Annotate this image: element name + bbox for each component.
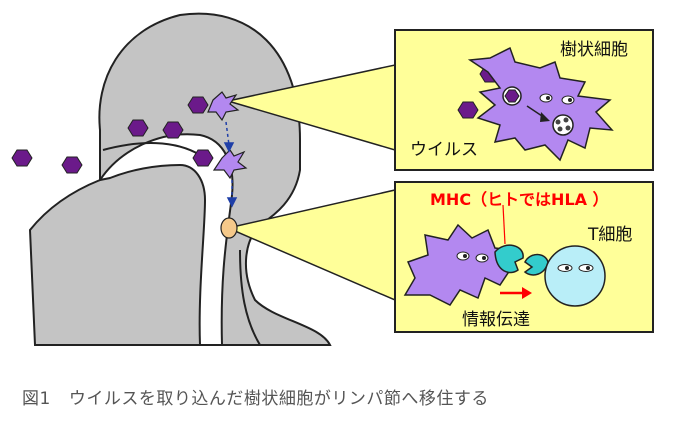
dendritic-cell-eyes: [539, 93, 575, 105]
label-virus: ウイルス: [410, 140, 478, 160]
virus-1: [11, 149, 33, 167]
airway-cavity: [97, 133, 234, 346]
caption-number: 図1: [22, 389, 51, 409]
throat-edge: [239, 249, 261, 346]
virus-8: [457, 101, 479, 119]
dendritic-cell-small-1: [207, 91, 240, 122]
virus-5: [187, 96, 209, 114]
mhc-pointer: [502, 204, 506, 245]
label-t-cell: T細胞: [587, 225, 632, 245]
fragment-pieces: [555, 117, 571, 132]
figure-caption: 図1 ウイルスを取り込んだ樹状細胞がリンパ節へ移住する: [22, 384, 489, 409]
head-silhouette: [28, 12, 332, 346]
presenting-cell-eyes: [456, 251, 489, 263]
label-information-transfer: 情報伝達: [462, 310, 530, 330]
mhc-molecule: [494, 244, 524, 274]
migration-arrows: [223, 121, 238, 208]
virus-4: [162, 121, 184, 139]
virus-2: [61, 156, 83, 174]
information-transfer-arrow: [500, 287, 532, 299]
virus-3: [127, 119, 149, 137]
label-mhc: MHC（ヒトではHLA ）: [430, 190, 609, 209]
dendritic-cell-large: [467, 46, 614, 162]
dendritic-cell-presenting: [403, 223, 513, 306]
t-cell: [544, 245, 606, 307]
dendritic-cell-small-2: [212, 149, 248, 180]
label-dendritic-cell: 樹状細胞: [560, 40, 628, 60]
digestion-arrow: [526, 105, 550, 122]
palate: [102, 142, 201, 156]
caption-text: ウイルスを取り込んだ樹状細胞がリンパ節へ移住する: [68, 389, 489, 409]
figure-diagram: 樹状細胞 ウイルス MHC（ヒトではHLA ） T細胞 情報伝達: [11, 12, 654, 346]
engulfed-virus: [504, 89, 520, 103]
t-cell-eyes: [557, 264, 594, 272]
digested-fragment: [552, 114, 574, 136]
lymph-node: [220, 217, 238, 239]
virus-6: [192, 149, 214, 167]
